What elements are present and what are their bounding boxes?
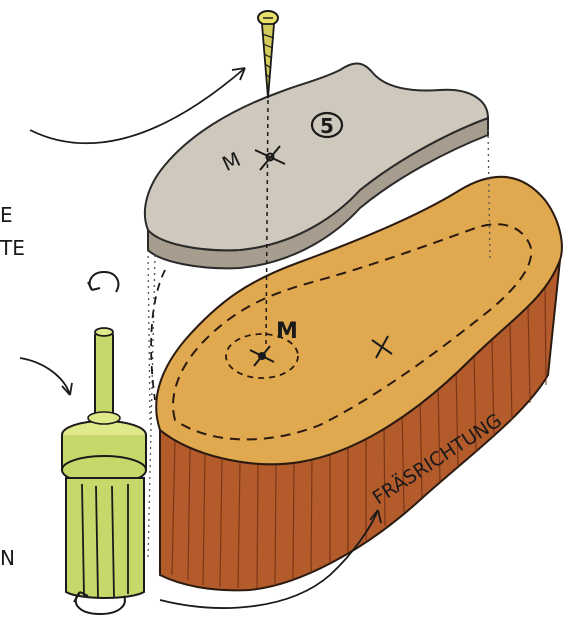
left-fragment-bottom: N	[0, 546, 15, 570]
rotation-arrow-icon	[88, 272, 118, 292]
left-fragment-top: E	[0, 203, 13, 227]
screw-icon	[258, 11, 278, 98]
router-cutter	[62, 328, 146, 598]
center-mark-blank-label: M	[276, 319, 298, 344]
template-number: 5	[320, 114, 334, 138]
left-fragment-mid: TE	[0, 236, 25, 260]
